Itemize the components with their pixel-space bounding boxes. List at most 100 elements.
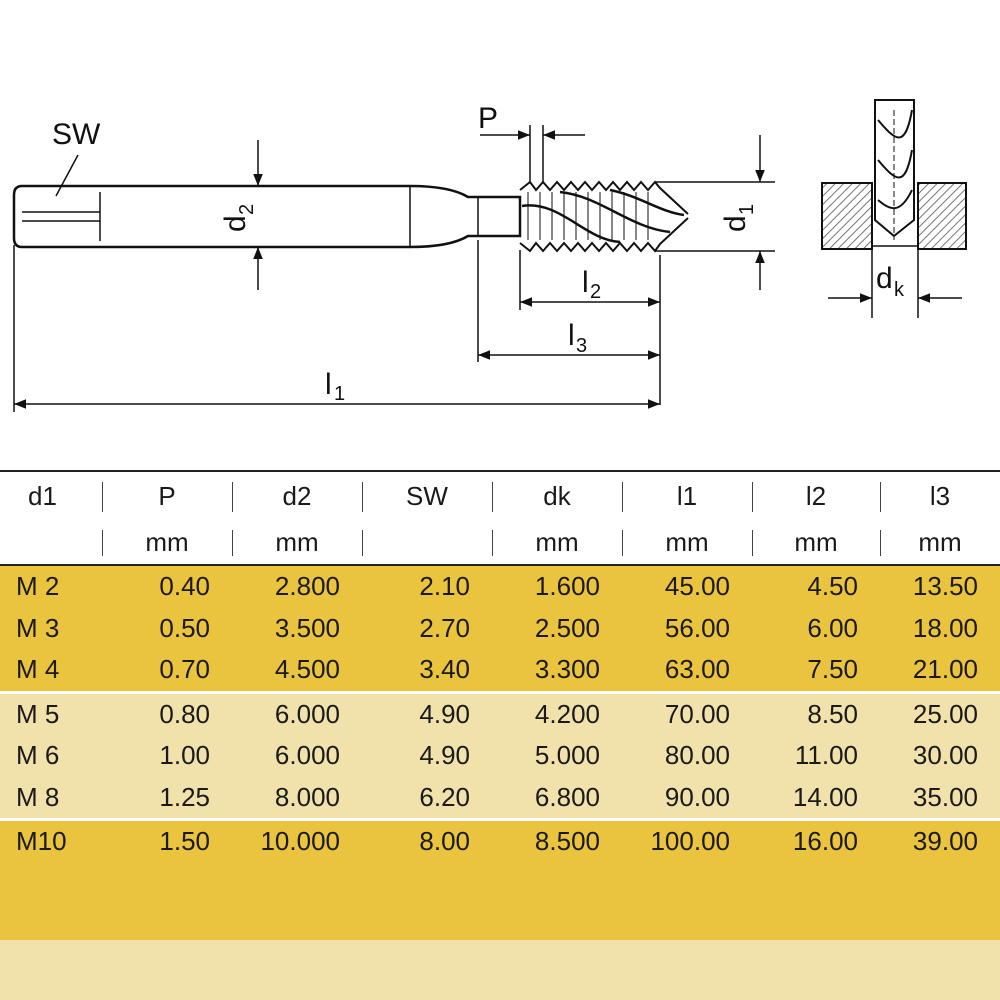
cell-sw: 6.20 xyxy=(419,781,470,812)
cell-d1: M 4 xyxy=(16,654,60,685)
cell-l3: 35.00 xyxy=(912,781,978,812)
cell-d2: 8.000 xyxy=(274,781,340,812)
cell-p: 0.50 xyxy=(159,612,210,643)
label-dk-sub: k xyxy=(894,279,905,301)
cell-l2: 7.50 xyxy=(807,654,858,685)
label-l3-sub: 3 xyxy=(576,335,587,357)
cell-dk: 1.600 xyxy=(534,571,600,602)
label-d1-sub: 1 xyxy=(736,204,758,215)
cell-d1: M10 xyxy=(16,826,67,857)
cell-p: 0.70 xyxy=(159,654,210,685)
cell-sw: 4.90 xyxy=(419,740,470,771)
row-divider xyxy=(0,690,1000,694)
cell-p: 1.00 xyxy=(159,740,210,771)
cell-sw: 8.00 xyxy=(419,826,470,857)
cell-dk: 8.500 xyxy=(534,826,600,857)
cell-l1: 70.00 xyxy=(664,698,730,729)
tap-technical-drawing: SW P d 2 d 1 l 2 l 3 l 1 d k xyxy=(12,99,967,412)
table-row: M 8 1.25 8.000 6.20 6.800 90.00 14.00 35… xyxy=(0,776,1000,818)
cell-l1: 100.00 xyxy=(650,826,730,857)
cell-l3: 13.50 xyxy=(912,571,978,602)
cell-l3: 30.00 xyxy=(912,740,978,771)
cell-d2: 6.000 xyxy=(274,740,340,771)
label-d1: d xyxy=(719,215,752,232)
tap-thread xyxy=(519,180,689,253)
label-p: P xyxy=(478,102,498,135)
cell-d2: 6.000 xyxy=(274,698,340,729)
unit-l2: mm xyxy=(752,520,880,566)
label-sw: SW xyxy=(52,118,101,151)
label-l1: l xyxy=(325,368,332,401)
cell-dk: 4.200 xyxy=(534,698,600,729)
cell-d2: 3.500 xyxy=(274,612,340,643)
cell-l2: 14.00 xyxy=(792,781,858,812)
label-l1-sub: 1 xyxy=(334,383,345,405)
label-dk: d xyxy=(876,262,893,295)
cell-dk: 3.300 xyxy=(534,654,600,685)
cell-dk: 5.000 xyxy=(534,740,600,771)
unit-dk: mm xyxy=(492,520,622,566)
cell-p: 1.50 xyxy=(159,826,210,857)
header-l1: l1 xyxy=(622,470,752,520)
header-l2: l2 xyxy=(752,470,880,520)
cell-d2: 10.000 xyxy=(260,826,340,857)
cell-dk: 2.500 xyxy=(534,612,600,643)
unit-p: mm xyxy=(102,520,232,566)
cell-l3: 39.00 xyxy=(912,826,978,857)
cell-l3: 21.00 xyxy=(912,654,978,685)
cell-l1: 80.00 xyxy=(664,740,730,771)
cell-d2: 4.500 xyxy=(274,654,340,685)
cell-l2: 16.00 xyxy=(792,826,858,857)
cell-l1: 56.00 xyxy=(664,612,730,643)
table-header-row: d1 P d2 SW dk l1 l2 l3 xyxy=(0,470,1000,520)
row-divider xyxy=(0,818,1000,821)
drawing-labels: SW P d 2 d 1 l 2 l 3 l 1 d k xyxy=(52,102,905,405)
table-row: M 5 0.80 6.000 4.90 4.200 70.00 8.50 25.… xyxy=(0,693,1000,735)
cell-dk: 6.800 xyxy=(534,781,600,812)
label-l3: l xyxy=(568,319,575,352)
cell-sw: 3.40 xyxy=(419,654,470,685)
tap-spec-table: d1 P d2 SW dk l1 l2 l3 mm mm mm mm mm mm… xyxy=(0,470,1000,963)
table-row: M10 1.50 10.000 8.00 8.500 100.00 16.00 … xyxy=(0,821,1000,863)
table-row: M 3 0.50 3.500 2.70 2.500 56.00 6.00 18.… xyxy=(0,607,1000,649)
drill-cross-section xyxy=(821,99,967,318)
cell-d1: M 8 xyxy=(16,781,60,812)
unit-d1 xyxy=(0,520,102,566)
cell-d1: M 5 xyxy=(16,698,60,729)
tap-body xyxy=(12,184,522,249)
cell-sw: 2.10 xyxy=(419,571,470,602)
table-unit-row: mm mm mm mm mm mm xyxy=(0,520,1000,566)
cell-p: 1.25 xyxy=(159,781,210,812)
cell-l3: 25.00 xyxy=(912,698,978,729)
cell-p: 0.80 xyxy=(159,698,210,729)
cell-l1: 63.00 xyxy=(664,654,730,685)
unit-d2: mm xyxy=(232,520,362,566)
cell-sw: 4.90 xyxy=(419,698,470,729)
cell-l3: 18.00 xyxy=(912,612,978,643)
cell-sw: 2.70 xyxy=(419,612,470,643)
label-d2-sub: 2 xyxy=(236,204,258,215)
header-l3: l3 xyxy=(880,470,1000,520)
header-p: P xyxy=(102,470,232,520)
cell-l2: 4.50 xyxy=(807,571,858,602)
cell-l2: 6.00 xyxy=(807,612,858,643)
cell-l2: 11.00 xyxy=(794,740,858,771)
unit-l3: mm xyxy=(880,520,1000,566)
cell-d2: 2.800 xyxy=(274,571,340,602)
table-row: M 6 1.00 6.000 4.90 5.000 80.00 11.00 30… xyxy=(0,735,1000,777)
header-d1: d1 xyxy=(0,470,102,520)
table-row: M 4 0.70 4.500 3.40 3.300 63.00 7.50 21.… xyxy=(0,649,1000,691)
label-d2: d xyxy=(219,215,252,232)
cell-d1: M 3 xyxy=(16,612,60,643)
header-dk: dk xyxy=(492,470,622,520)
table-bottom-band xyxy=(0,940,1000,1000)
unit-l1: mm xyxy=(622,520,752,566)
cell-l1: 45.00 xyxy=(664,571,730,602)
cell-l1: 90.00 xyxy=(664,781,730,812)
cell-p: 0.40 xyxy=(159,571,210,602)
cell-l2: 8.50 xyxy=(807,698,858,729)
cell-d1: M 2 xyxy=(16,571,60,602)
cell-d1: M 6 xyxy=(16,740,60,771)
table-row: M 2 0.40 2.800 2.10 1.600 45.00 4.50 13.… xyxy=(0,565,1000,608)
label-l2-sub: 2 xyxy=(590,281,601,303)
